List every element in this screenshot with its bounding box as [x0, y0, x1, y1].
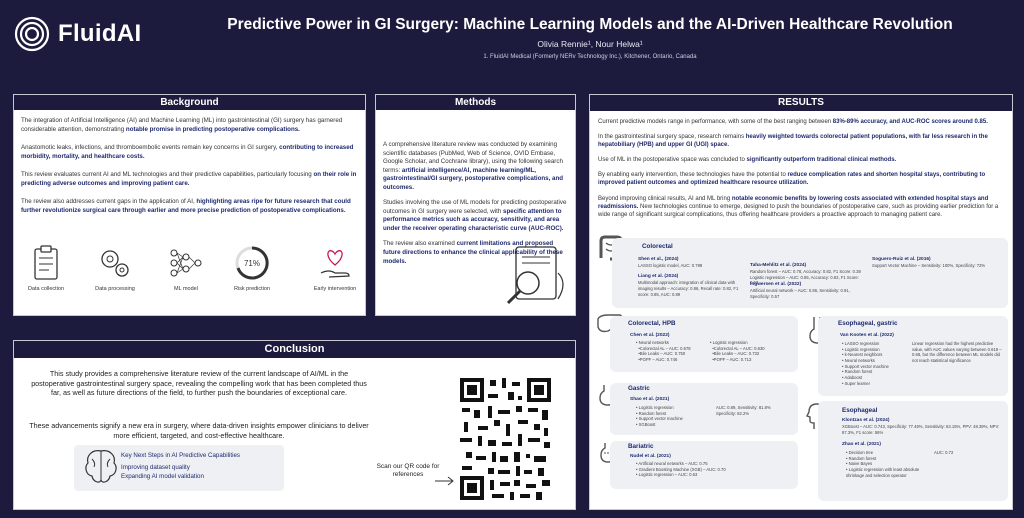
network-icon	[170, 249, 202, 277]
study-shao: Shao et al. (2021)	[630, 397, 670, 402]
methods-text: A comprehensive literature review was co…	[383, 141, 569, 273]
poster-affiliation: 1. FluidAI Medical (Formerly NERv Techno…	[483, 54, 697, 60]
fluidai-logo-icon	[14, 16, 50, 52]
esophageal-title: Esophageal	[842, 407, 878, 414]
esophageal-gastric-title: Esophageal, gastric	[838, 320, 898, 327]
shao-models: • Logistic regression• Random forest• Su…	[636, 405, 683, 428]
van-kooten-result: Linear regression had the highest predic…	[912, 341, 1002, 364]
results-paragraph: By enabling early intervention, these te…	[598, 172, 986, 187]
results-heading: RESULTS	[590, 95, 1012, 111]
heart-hand-icon	[320, 250, 350, 278]
next-step-item: Improving dataset quality	[121, 464, 190, 471]
clipboard-icon	[34, 245, 58, 280]
conclusion-paragraph-1: This study provides a comprehensive lite…	[31, 369, 367, 398]
esophageal-card	[818, 401, 1008, 501]
qr-code[interactable]	[458, 376, 553, 502]
colorectal-title: Colorectal	[642, 243, 673, 250]
data-processing-step: Data processing	[86, 243, 144, 292]
step-label: Data collection	[27, 286, 65, 292]
next-steps-box	[74, 445, 284, 491]
step-label: Early intervention	[313, 286, 357, 292]
methods-paragraph: Studies involving the use of ML models f…	[383, 199, 567, 232]
step-label: Data processing	[95, 286, 135, 292]
poster-title: Predictive Power in GI Surgery: Machine …	[227, 16, 953, 33]
next-steps-title: Key Next Steps in AI Predictive Capabili…	[121, 452, 240, 459]
colorectal-card	[612, 238, 1008, 308]
results-panel: RESULTS Current predictive models range …	[589, 94, 1013, 510]
methods-paragraph: A comprehensive literature review was co…	[383, 141, 564, 191]
study-liang: Liang et al. (2024)Multimodal approach: …	[638, 274, 739, 297]
conclusion-heading: Conclusion	[14, 341, 575, 358]
esophageal-gastric-card	[818, 316, 1008, 396]
early-intervention-step: Early intervention	[304, 243, 366, 292]
step-label: Risk prediction	[233, 286, 271, 292]
study-taha-mehlitz: Taha-Mehlitz et al. (2024)Random forest …	[750, 262, 861, 286]
study-ingwersen: Ingwersen et al. (2022)Artificial neural…	[750, 282, 850, 300]
study-soguero-ruiz: Soguero-Ruiz et al. (2016)Support Vector…	[872, 257, 986, 269]
gauge-icon: 71%	[235, 246, 269, 280]
background-panel: Background The integration of Artificial…	[13, 94, 366, 316]
background-paragraph: The integration of Artificial Intelligen…	[21, 117, 343, 133]
brain-icon	[85, 450, 117, 483]
step-label: ML model	[174, 286, 198, 292]
background-paragraph: The review also addresses current gaps i…	[21, 198, 351, 214]
logo-text: FluidAI	[58, 20, 142, 47]
poster-authors: Olivia Rennie¹, Nour Helwa¹	[537, 39, 643, 49]
nudel-models: • Artificial neural networks – AUC: 0.75…	[636, 461, 726, 478]
zhao-result: AUC: 0.72	[934, 450, 954, 455]
background-paragraph: Anastomotic leaks, infections, and throm…	[21, 144, 354, 160]
methods-paragraph: The review also examined current limitat…	[383, 240, 563, 265]
bariatric-card	[610, 441, 798, 489]
chen-logistic-regression: • Logistic regression •Colorectal AL – A…	[710, 340, 765, 363]
chen-neural-networks: • Neural networks •Colorectal AL – AUC: …	[636, 340, 691, 363]
next-step-item: Expanding AI model validation	[121, 473, 204, 480]
risk-prediction-step: 71% Risk prediction	[226, 243, 278, 292]
zhao-models: • Decision tree• Random forest• Naive Ba…	[846, 450, 920, 478]
bariatric-title: Bariatric	[628, 443, 654, 450]
gears-icon	[101, 250, 129, 277]
results-paragraph: Beyond improving clinical results, AI an…	[598, 195, 999, 218]
results-paragraph: Use of ML in the postoperative space was…	[598, 157, 897, 164]
qr-code-icon	[460, 378, 551, 500]
study-van-kooten: Van Kooten et al. (2022)	[840, 333, 894, 338]
background-heading: Background	[14, 95, 365, 110]
hpb-card	[610, 316, 798, 372]
van-kooten-models: • LASSO regression• Logistic regression•…	[842, 341, 889, 386]
arrow-icon	[435, 476, 454, 486]
hpb-title: Colorectal, HPB	[628, 320, 676, 327]
results-text: Current predictive models range in perfo…	[598, 118, 1006, 226]
document-magnifier-icon	[506, 246, 564, 305]
study-klontzas: Klontzas et al. (2024)XGBoost – AUC: 0.7…	[842, 418, 1000, 436]
methods-panel: Methods A comprehensive literature revie…	[375, 94, 576, 316]
poster-header: FluidAI Predictive Power in GI Surgery: …	[0, 0, 1024, 78]
data-collection-step: Data collection	[20, 243, 72, 292]
shao-results: AUC: 0.89, Sensitivity: 81.8%Specificity…	[716, 405, 771, 416]
logo: FluidAI	[14, 16, 141, 52]
study-chen: Chen et al. (2022)	[630, 333, 670, 338]
gauge-value: 71%	[244, 259, 260, 268]
gastric-title: Gastric	[628, 385, 650, 392]
conclusion-paragraph-2: These advancements signify a new era in …	[29, 421, 369, 440]
study-zhao: Zhao et al. (2021)	[842, 442, 881, 447]
methods-heading: Methods	[376, 95, 575, 110]
qr-caption: Scan our QR code for references	[376, 463, 440, 479]
results-paragraph: In the gastrointestinal surgery space, r…	[598, 134, 988, 149]
ml-model-step: ML model	[160, 243, 212, 292]
background-paragraph: This review evaluates current AI and ML …	[21, 171, 357, 187]
study-nudel: Nudel et al. (2021)	[630, 454, 671, 459]
background-text: The integration of Artificial Intelligen…	[21, 117, 359, 222]
gastric-card	[610, 383, 798, 435]
study-shen: Shen et al., (2024)LASSO logistic model,…	[638, 257, 703, 269]
results-paragraph: Current predictive models range in perfo…	[598, 119, 988, 125]
